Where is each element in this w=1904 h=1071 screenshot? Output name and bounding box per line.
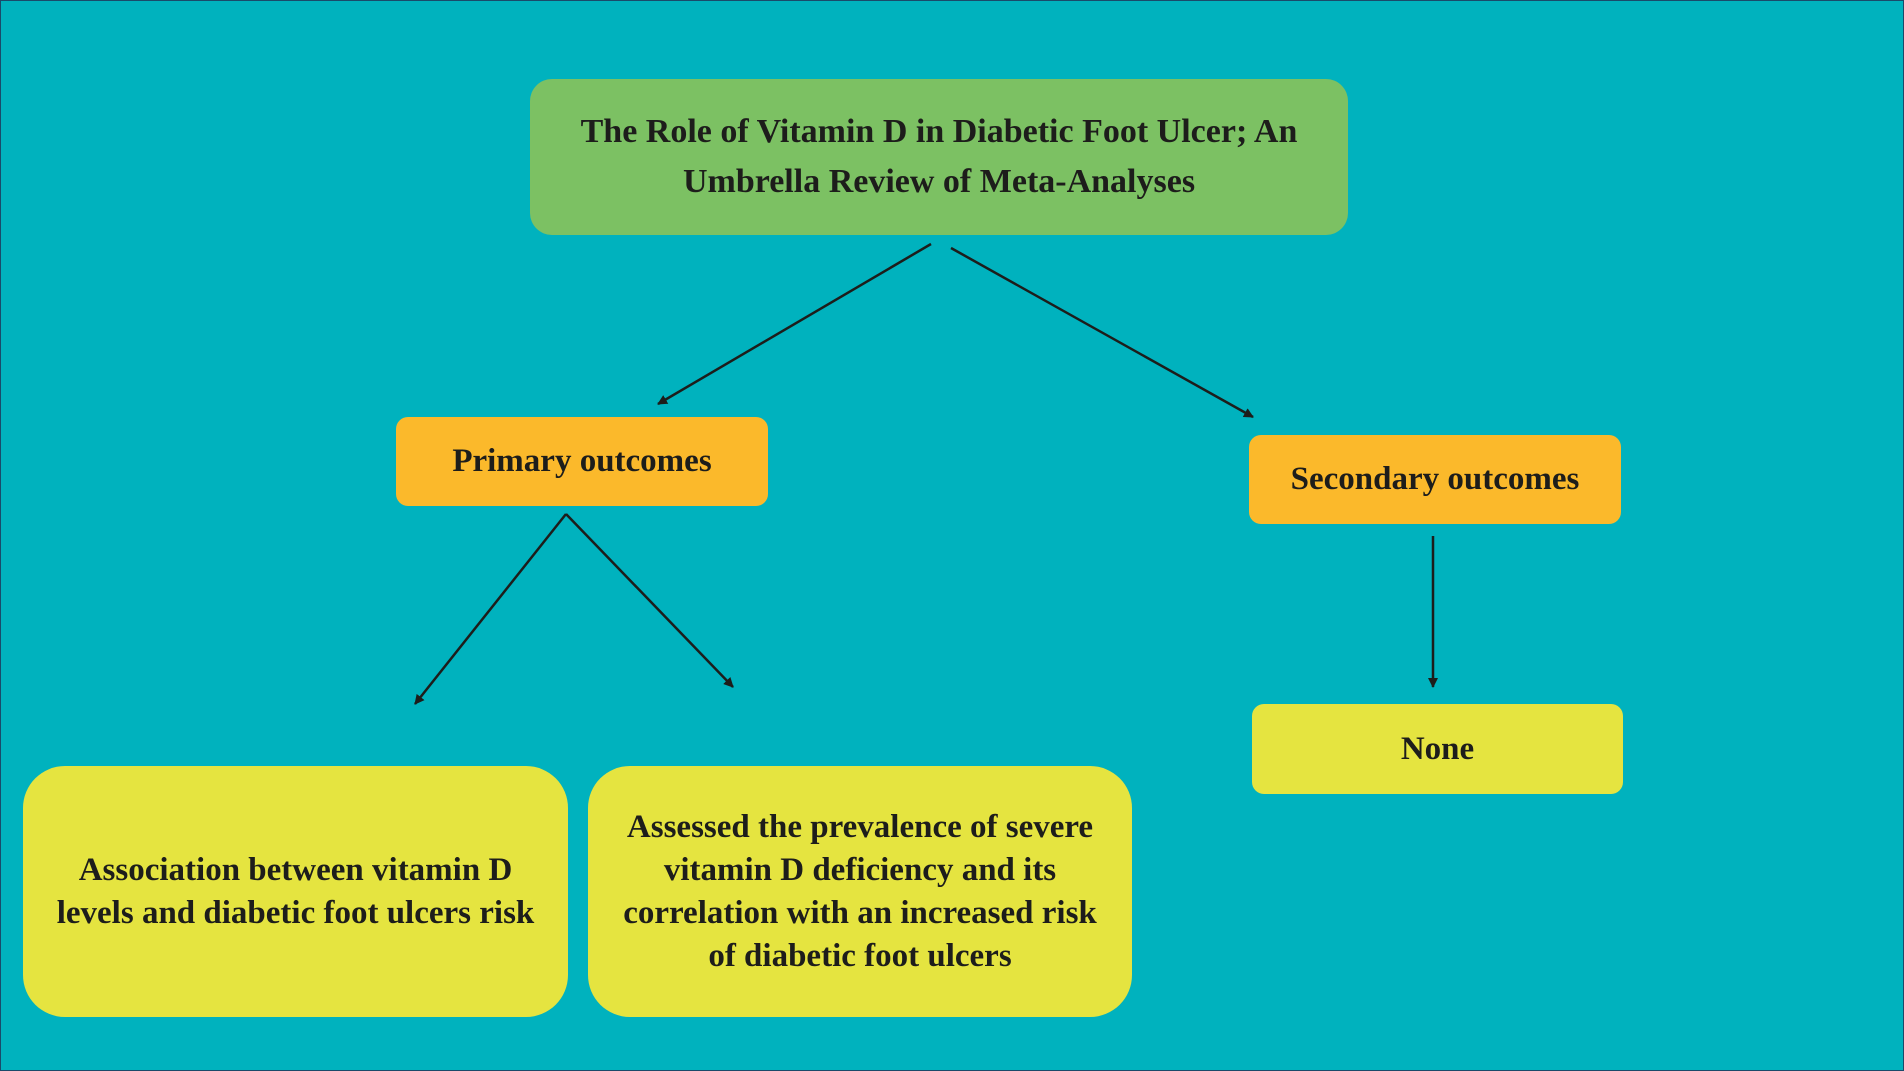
arrow-primary-to-prevalence <box>565 513 734 688</box>
none-text: None <box>1400 730 1475 767</box>
secondary-outcomes-box: Secondary outcomes <box>1249 435 1621 524</box>
none-box: None <box>1252 704 1623 794</box>
association-box: Association between vitamin D levels and… <box>23 766 568 1017</box>
title-text: The Role of Vitamin D in Diabetic Foot U… <box>580 113 1298 200</box>
prevalence-box: Assessed the prevalence of severe vitami… <box>588 766 1132 1017</box>
prevalence-text: Assessed the prevalence of severe vitami… <box>623 808 1097 974</box>
arrow-title-to-primary <box>657 242 932 406</box>
arrow-title-to-secondary <box>950 246 1254 419</box>
primary-outcomes-label: Primary outcomes <box>452 443 712 479</box>
title-box: The Role of Vitamin D in Diabetic Foot U… <box>530 79 1348 235</box>
arrow-primary-to-association <box>414 513 567 705</box>
secondary-outcomes-label: Secondary outcomes <box>1290 461 1580 497</box>
primary-outcomes-box: Primary outcomes <box>396 417 768 506</box>
association-text: Association between vitamin D levels and… <box>56 851 535 931</box>
